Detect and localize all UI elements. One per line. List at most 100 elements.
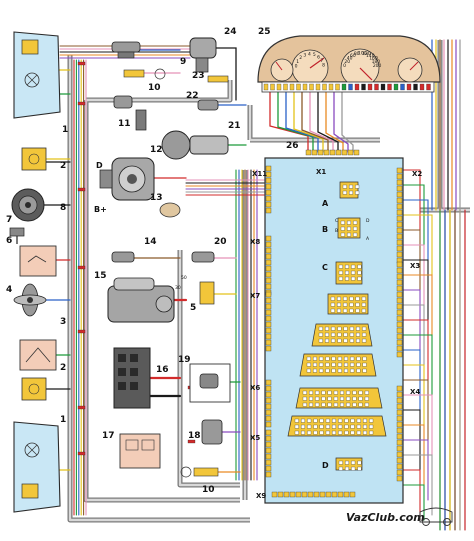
switch-13 [159, 202, 181, 218]
mounting-block [264, 149, 404, 504]
terminal-d: D [96, 161, 103, 170]
connector-5 [199, 281, 215, 305]
speed-scale-7: 140 [366, 53, 375, 59]
label-c19: 19 [178, 355, 191, 365]
lamp-10-top [123, 68, 166, 80]
speed-scale-5: 100 [358, 51, 367, 57]
block-letter-b-s: B [335, 228, 338, 234]
connector-x11: X11 [252, 170, 267, 178]
speed-scale-8: 160 [369, 56, 378, 62]
label-c7: 7 [6, 215, 12, 225]
headlamp-bottom [13, 421, 61, 513]
label-c1b: 1 [60, 415, 66, 425]
label-c11: 11 [118, 119, 131, 129]
fan-motor-4 [13, 283, 47, 317]
label-c2a: 2 [60, 161, 66, 171]
wire-bundles [43, 39, 466, 531]
connector-x2: X2 [412, 170, 422, 178]
block-letter-a: A [322, 199, 329, 208]
horn-8 [11, 188, 45, 222]
valve-24 [189, 37, 217, 73]
sensor-9 [111, 41, 141, 59]
label-c23: 23 [192, 71, 205, 81]
block-letter-a-s: A [366, 236, 370, 242]
label-c9: 9 [180, 57, 186, 67]
sensor-11 [113, 95, 147, 131]
label-c22: 22 [186, 91, 199, 101]
connector-x3: X3 [410, 262, 420, 270]
side-lamp-2-bottom [21, 377, 47, 401]
label-c25: 25 [258, 27, 271, 37]
tacho-scale-1: 1 [296, 59, 299, 65]
tacho-scale-2: 2 [299, 55, 302, 61]
block-letter-d-s: D [366, 218, 370, 224]
block-letter-d: D [322, 461, 329, 470]
tacho-scale-8: 8 [322, 62, 325, 68]
watermark-text: VazClub.com [346, 511, 425, 524]
speed-scale-3: 60 [350, 53, 356, 59]
speed-scale-6: 120 [362, 51, 371, 57]
label-c10a: 10 [148, 83, 161, 93]
connector-x4: X4 [410, 388, 420, 396]
relay-6 [19, 245, 57, 277]
label-c14: 14 [144, 237, 157, 247]
sensor-23 [207, 75, 229, 83]
tacho-scale-5: 5 [313, 52, 316, 58]
label-c17: 17 [102, 431, 115, 441]
sensor-3 [19, 339, 57, 371]
tacho-scale-7: 7 [320, 58, 323, 64]
lamp-10-bottom [180, 466, 219, 478]
speed-scale-9: 180 [372, 59, 381, 65]
label-c5: 5 [190, 303, 196, 313]
terminal-bplus: B+ [94, 205, 107, 214]
battery-16 [113, 347, 151, 409]
label-c20: 20 [214, 237, 227, 247]
label-c8: 8 [60, 203, 66, 213]
label-c13: 13 [150, 193, 163, 203]
tacho-scale-3: 3 [303, 52, 306, 58]
tacho-scale-4: 4 [308, 52, 311, 58]
label-c18: 18 [188, 431, 201, 441]
speed-scale-4: 80 [354, 51, 360, 57]
alternator-12 [99, 157, 155, 201]
connector-x1: X1 [316, 168, 326, 176]
wiper-motor-21 [161, 130, 229, 160]
connector-x5: X5 [250, 434, 260, 442]
sensor-22 [197, 99, 219, 111]
label-c16: 16 [156, 365, 169, 375]
label-c1a: 1 [62, 125, 68, 135]
label-c24: 24 [224, 27, 237, 37]
terminal-b30: 30 [175, 285, 181, 291]
speed-scale-0: 0 [343, 63, 346, 69]
sensor-7 [9, 227, 25, 244]
sensor-14 [111, 251, 135, 263]
sensor-20 [191, 251, 215, 263]
relay-block-17 [119, 433, 161, 469]
tacho-scale-0: 0 [295, 63, 298, 69]
headlamp-top [13, 31, 61, 119]
label-c4: 4 [6, 285, 12, 295]
side-lamp-2-top [21, 147, 47, 171]
speed-scale-1: 20 [344, 59, 350, 65]
label-c2b: 2 [60, 363, 66, 373]
block-letter-c-s: C [335, 218, 338, 224]
label-c15: 15 [94, 271, 107, 281]
connector-x6: X6 [250, 384, 260, 392]
label-c21: 21 [228, 121, 241, 131]
starter-15 [107, 277, 175, 323]
connector-x9: X9 [256, 492, 266, 500]
module-19 [189, 363, 231, 403]
label-c26: 26 [286, 141, 299, 151]
label-c3: 3 [60, 317, 66, 327]
connector-x7: X7 [250, 292, 260, 300]
label-c10b: 10 [202, 485, 215, 495]
block-letter-b: B [322, 225, 328, 234]
watermark: VazClub.com [346, 507, 453, 526]
block-letter-c: C [322, 263, 328, 272]
sensor-18 [201, 419, 223, 445]
speed-scale-10: 200 [373, 63, 382, 69]
